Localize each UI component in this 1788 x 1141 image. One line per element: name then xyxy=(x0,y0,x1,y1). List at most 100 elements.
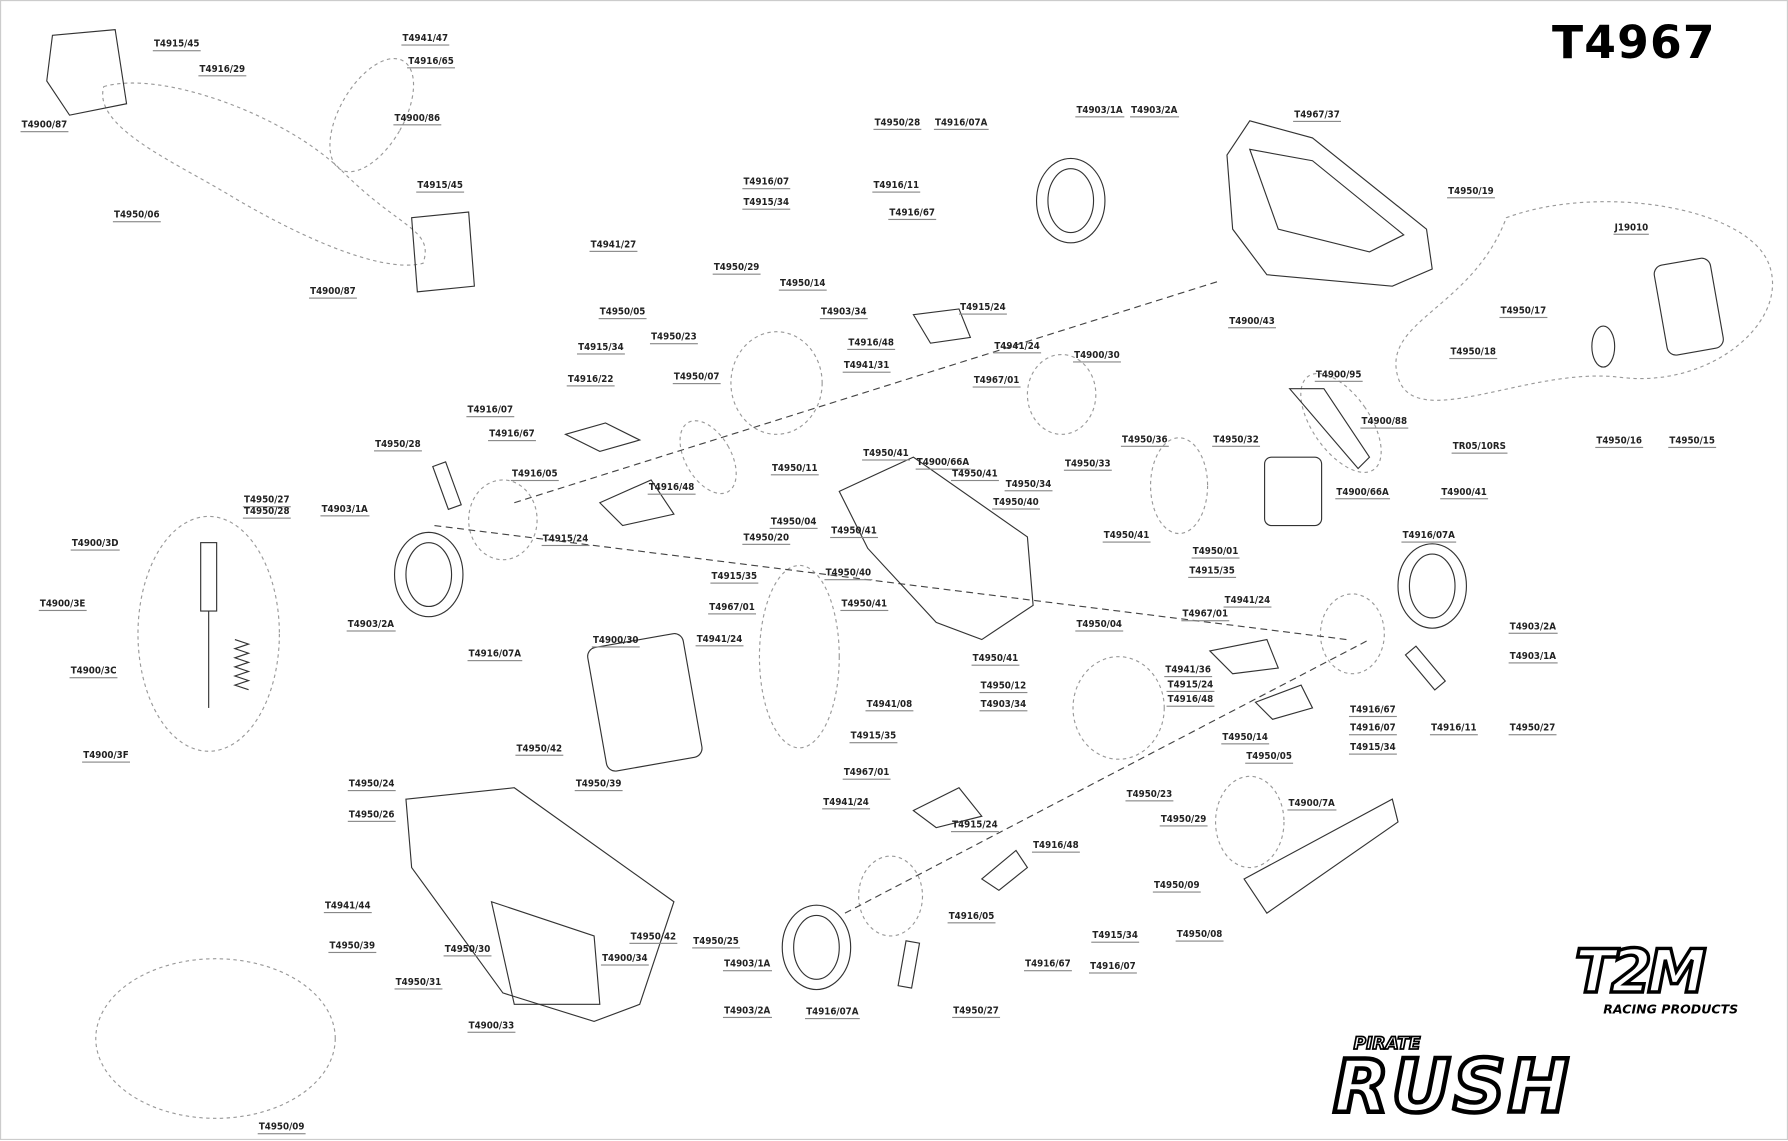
part-label-t4950-06: T4950/06 xyxy=(112,209,161,223)
part-label-t4916-48: T4916/48 xyxy=(1166,694,1215,707)
part-label-t4941-24: T4941/24 xyxy=(822,796,870,810)
part-label-t4916-48: T4916/48 xyxy=(1031,840,1080,853)
part-label-t4950-09: T4950/09 xyxy=(257,1121,306,1135)
front-hub-outline xyxy=(1319,593,1385,675)
part-label-t4950-27: T4950/27 xyxy=(952,1005,1000,1019)
part-label-t4916-07a: T4916/07A xyxy=(933,117,989,130)
part-label-t4950-19: T4950/19 xyxy=(1447,185,1495,199)
part-label-t4915-35: T4915/35 xyxy=(1188,565,1237,578)
part-number-title: T4967 xyxy=(1551,17,1716,70)
part-label-t4950-04: T4950/04 xyxy=(1075,619,1124,632)
part-label-t4916-07a: T4916/07A xyxy=(467,648,523,662)
exhaust-outline xyxy=(1300,372,1382,473)
chassis-plate xyxy=(838,456,1034,641)
part-label-t4900-7a: T4900/7A xyxy=(1287,798,1336,811)
part-label-t4916-07: T4916/07 xyxy=(1348,722,1397,736)
part-label-t4941-36: T4941/36 xyxy=(1164,664,1213,678)
part-label-t4950-23: T4950/23 xyxy=(1125,788,1174,802)
part-label-t4900-86: T4900/86 xyxy=(393,112,442,126)
part-label-t4915-24: T4915/24 xyxy=(541,533,590,547)
bulkhead-parts-outline xyxy=(95,958,336,1119)
part-label-t4950-27: T4950/27 xyxy=(1508,722,1557,736)
part-label-t4900-41: T4900/41 xyxy=(1440,486,1489,500)
part-label-t4950-07: T4950/07 xyxy=(672,371,721,385)
wheel-front-left xyxy=(781,904,852,991)
part-label-t4950-30: T4950/30 xyxy=(443,943,492,957)
part-label-t4950-29: T4950/29 xyxy=(1159,813,1208,827)
part-label-t4950-40: T4950/40 xyxy=(824,567,873,581)
part-label-t4950-15: T4950/15 xyxy=(1668,435,1717,449)
part-label-t4950-29: T4950/29 xyxy=(712,262,761,275)
engine xyxy=(1264,257,1724,527)
part-label-t4941-24: T4941/24 xyxy=(695,633,744,647)
part-label-t4915-34: T4915/34 xyxy=(1091,930,1140,943)
part-label-t4900-30: T4900/30 xyxy=(1073,349,1121,363)
part-label-t4941-47: T4941/47 xyxy=(401,33,450,46)
t2m-logo-brand: T2M xyxy=(1573,938,1708,1007)
part-label-t4903-2a: T4903/2A xyxy=(1130,104,1179,118)
turnbuckle-outline xyxy=(679,420,737,495)
part-label-t4916-05: T4916/05 xyxy=(510,468,559,482)
part-label-t4950-28: T4950/28 xyxy=(374,438,422,452)
part-label-t4916-11: T4916/11 xyxy=(1429,722,1478,736)
engine-group-outline xyxy=(1395,201,1774,401)
rear-diff-outline xyxy=(1072,656,1165,760)
part-label-t4967-01: T4967/01 xyxy=(1181,608,1230,622)
gearbox-cases xyxy=(46,29,475,293)
wheel-rear-right xyxy=(1035,157,1106,244)
part-label-t4950-39: T4950/39 xyxy=(574,778,623,792)
part-label-t4916-07: T4916/07 xyxy=(742,176,791,190)
logo-rush: RUSH xyxy=(1331,1045,1572,1130)
part-label-t4950-24: T4950/24 xyxy=(347,778,396,792)
part-label-t4900-87: T4900/87 xyxy=(20,119,69,133)
part-label-t4950-04: T4950/04 xyxy=(769,516,818,529)
part-label-t4941-31: T4941/31 xyxy=(842,360,891,373)
part-label-t4950-11: T4950/11 xyxy=(770,462,819,476)
wing-mount-outline xyxy=(1214,775,1285,869)
part-label-t4941-24: T4941/24 xyxy=(1223,595,1272,608)
part-label-t4916-05: T4916/05 xyxy=(947,910,996,924)
shock-absorbers xyxy=(200,461,1447,989)
part-label-t4916-67: T4916/67 xyxy=(1348,704,1397,718)
part-label-t4916-22: T4916/22 xyxy=(566,373,615,387)
part-label-t4916-67: T4916/67 xyxy=(888,207,937,221)
part-label-t4941-08: T4941/08 xyxy=(865,698,914,712)
part-label-t4950-42: T4950/42 xyxy=(629,931,678,944)
part-label-t4950-27: T4950/27 xyxy=(242,494,291,508)
part-label-t4967-01: T4967/01 xyxy=(708,601,756,615)
part-label-t4950-09: T4950/09 xyxy=(1152,880,1201,893)
wheel-rear-left xyxy=(393,531,464,618)
part-label-t4950-42: T4950/42 xyxy=(515,743,564,756)
part-label-t4950-23: T4950/23 xyxy=(649,331,698,345)
part-label-t4903-1a: T4903/1A xyxy=(1508,650,1558,664)
part-label-t4900-3c: T4900/3C xyxy=(69,665,118,679)
part-label-t4950-25: T4950/25 xyxy=(692,935,740,949)
part-label-t4903-1a: T4903/1A xyxy=(320,503,369,517)
group-outlines xyxy=(95,57,1774,1119)
part-label-t4950-41: T4950/41 xyxy=(971,653,1020,666)
part-label-t4915-35: T4915/35 xyxy=(849,730,898,744)
part-label-t4903-1a: T4903/1A xyxy=(722,958,772,972)
part-label-t4950-20: T4950/20 xyxy=(742,532,791,545)
part-label-t4950-32: T4950/32 xyxy=(1212,434,1260,447)
part-label-t4950-41: T4950/41 xyxy=(1102,530,1151,543)
part-label-t4916-07a: T4916/07A xyxy=(805,1006,860,1020)
part-label-t4916-65: T4916/65 xyxy=(407,55,455,69)
part-label-t4950-41: T4950/41 xyxy=(862,448,910,461)
part-label-t4903-2a: T4903/2A xyxy=(1508,621,1558,634)
part-label-t4916-07: T4916/07 xyxy=(466,404,515,418)
part-label-t4900-95: T4900/95 xyxy=(1314,369,1363,382)
part-label-t4950-41: T4950/41 xyxy=(951,468,999,482)
part-label-t4950-05: T4950/05 xyxy=(598,306,647,320)
part-label-t4916-29: T4916/29 xyxy=(198,63,247,77)
part-label-t4915-24: T4915/24 xyxy=(958,302,1007,315)
part-label-t4950-36: T4950/36 xyxy=(1120,434,1169,447)
part-label-t4950-01: T4950/01 xyxy=(1191,546,1240,559)
part-label-t4916-07a: T4916/07A xyxy=(1401,530,1457,543)
t2m-logo: T2M RACING PRODUCTS xyxy=(1573,938,1746,1017)
part-label-t4903-2a: T4903/2A xyxy=(346,619,396,632)
part-label-t4941-27: T4941/27 xyxy=(589,239,638,252)
part-label-t4941-44: T4941/44 xyxy=(323,900,372,914)
